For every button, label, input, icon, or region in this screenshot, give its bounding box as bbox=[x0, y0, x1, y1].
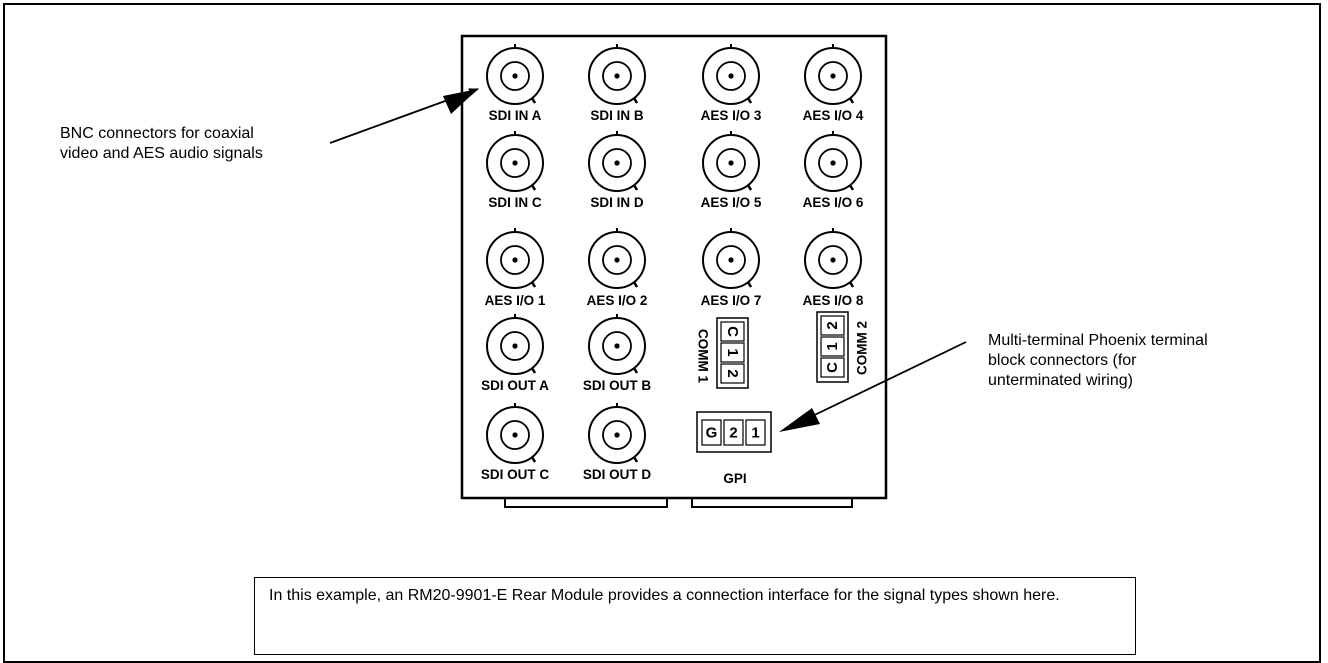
bnc-connector-label: SDI OUT C bbox=[481, 467, 550, 482]
comm2-pin-2: 2 bbox=[824, 321, 841, 329]
phoenix-callout-text: Multi-terminal Phoenix terminal block co… bbox=[988, 331, 1208, 391]
bnc-connector: SDI IN D bbox=[588, 131, 646, 210]
bnc-connector-label: AES I/O 4 bbox=[803, 108, 864, 123]
gpi-pin-1: 1 bbox=[751, 425, 759, 442]
comm1-pin-c: C bbox=[724, 326, 741, 337]
module-tab-right bbox=[691, 498, 853, 508]
bnc-connector-label: AES I/O 8 bbox=[803, 293, 864, 308]
bnc-connector-label: AES I/O 1 bbox=[485, 293, 546, 308]
bnc-callout-text: BNC connectors for coaxial video and AES… bbox=[60, 124, 263, 164]
bnc-connector-label: AES I/O 6 bbox=[803, 195, 864, 210]
comm2-terminal-block: 2 1 C COMM 2 bbox=[816, 311, 870, 383]
bnc-connector-label: SDI IN B bbox=[590, 108, 644, 123]
bnc-connector: SDI IN B bbox=[588, 44, 646, 123]
bnc-connector: AES I/O 5 bbox=[701, 131, 762, 210]
bnc-callout-line-1: BNC connectors for coaxial bbox=[60, 125, 254, 142]
bnc-connector: AES I/O 1 bbox=[485, 228, 546, 308]
gpi-label: GPI bbox=[723, 471, 746, 486]
bnc-connector: SDI OUT D bbox=[583, 403, 652, 482]
bnc-connector-label: AES I/O 7 bbox=[701, 293, 762, 308]
gpi-pin-2: 2 bbox=[729, 425, 737, 442]
comm1-terminal-block: C 1 2 COMM 1 bbox=[696, 317, 749, 389]
comm1-pin-1: 1 bbox=[724, 348, 741, 356]
bnc-connector-label: SDI OUT B bbox=[583, 378, 652, 393]
bnc-connector: AES I/O 2 bbox=[587, 228, 648, 308]
bnc-callout-line-2: video and AES audio signals bbox=[60, 145, 263, 162]
bnc-connector-label: AES I/O 2 bbox=[587, 293, 648, 308]
phoenix-callout-arrow bbox=[799, 341, 967, 423]
bnc-connector-label: SDI OUT A bbox=[481, 378, 549, 393]
bnc-connector: AES I/O 7 bbox=[701, 228, 762, 308]
bnc-connector-label: SDI OUT D bbox=[583, 467, 652, 482]
phoenix-arrowhead bbox=[779, 408, 820, 432]
bnc-connector: AES I/O 3 bbox=[701, 44, 762, 123]
bnc-connector: SDI OUT A bbox=[481, 314, 549, 393]
bnc-connector: AES I/O 4 bbox=[803, 44, 864, 123]
example-note-text: In this example, an RM20-9901-E Rear Mod… bbox=[269, 587, 1060, 604]
phoenix-callout-line-2: block connectors (for bbox=[988, 352, 1137, 369]
bnc-connector-label: SDI IN C bbox=[488, 195, 542, 210]
bnc-connector: AES I/O 6 bbox=[803, 131, 864, 210]
bnc-connector-label: SDI IN D bbox=[590, 195, 644, 210]
comm2-label: COMM 2 bbox=[855, 321, 870, 375]
comm1-pin-2: 2 bbox=[724, 369, 741, 377]
phoenix-callout-line-1: Multi-terminal Phoenix terminal bbox=[988, 332, 1208, 349]
module-tab-left bbox=[504, 498, 668, 508]
bnc-arrowhead bbox=[443, 89, 478, 114]
bnc-connector: SDI OUT C bbox=[481, 403, 550, 482]
comm1-label: COMM 1 bbox=[696, 329, 711, 383]
comm2-pin-1: 1 bbox=[824, 342, 841, 350]
gpi-terminal-block: G 2 1 GPI bbox=[696, 411, 772, 486]
bnc-connector: SDI IN C bbox=[486, 131, 544, 210]
comm2-pin-c: C bbox=[824, 362, 841, 373]
phoenix-callout-line-3: unterminated wiring) bbox=[988, 372, 1133, 389]
bnc-connector-label: AES I/O 3 bbox=[701, 108, 762, 123]
bnc-connector-label: SDI IN A bbox=[489, 108, 542, 123]
gpi-pin-g: G bbox=[706, 425, 718, 442]
bnc-connector: SDI IN A bbox=[486, 44, 544, 123]
bnc-connector: AES I/O 8 bbox=[803, 228, 864, 308]
example-note-box: In this example, an RM20-9901-E Rear Mod… bbox=[254, 577, 1136, 655]
bnc-connector: SDI OUT B bbox=[583, 314, 652, 393]
bnc-connector-label: AES I/O 5 bbox=[701, 195, 762, 210]
